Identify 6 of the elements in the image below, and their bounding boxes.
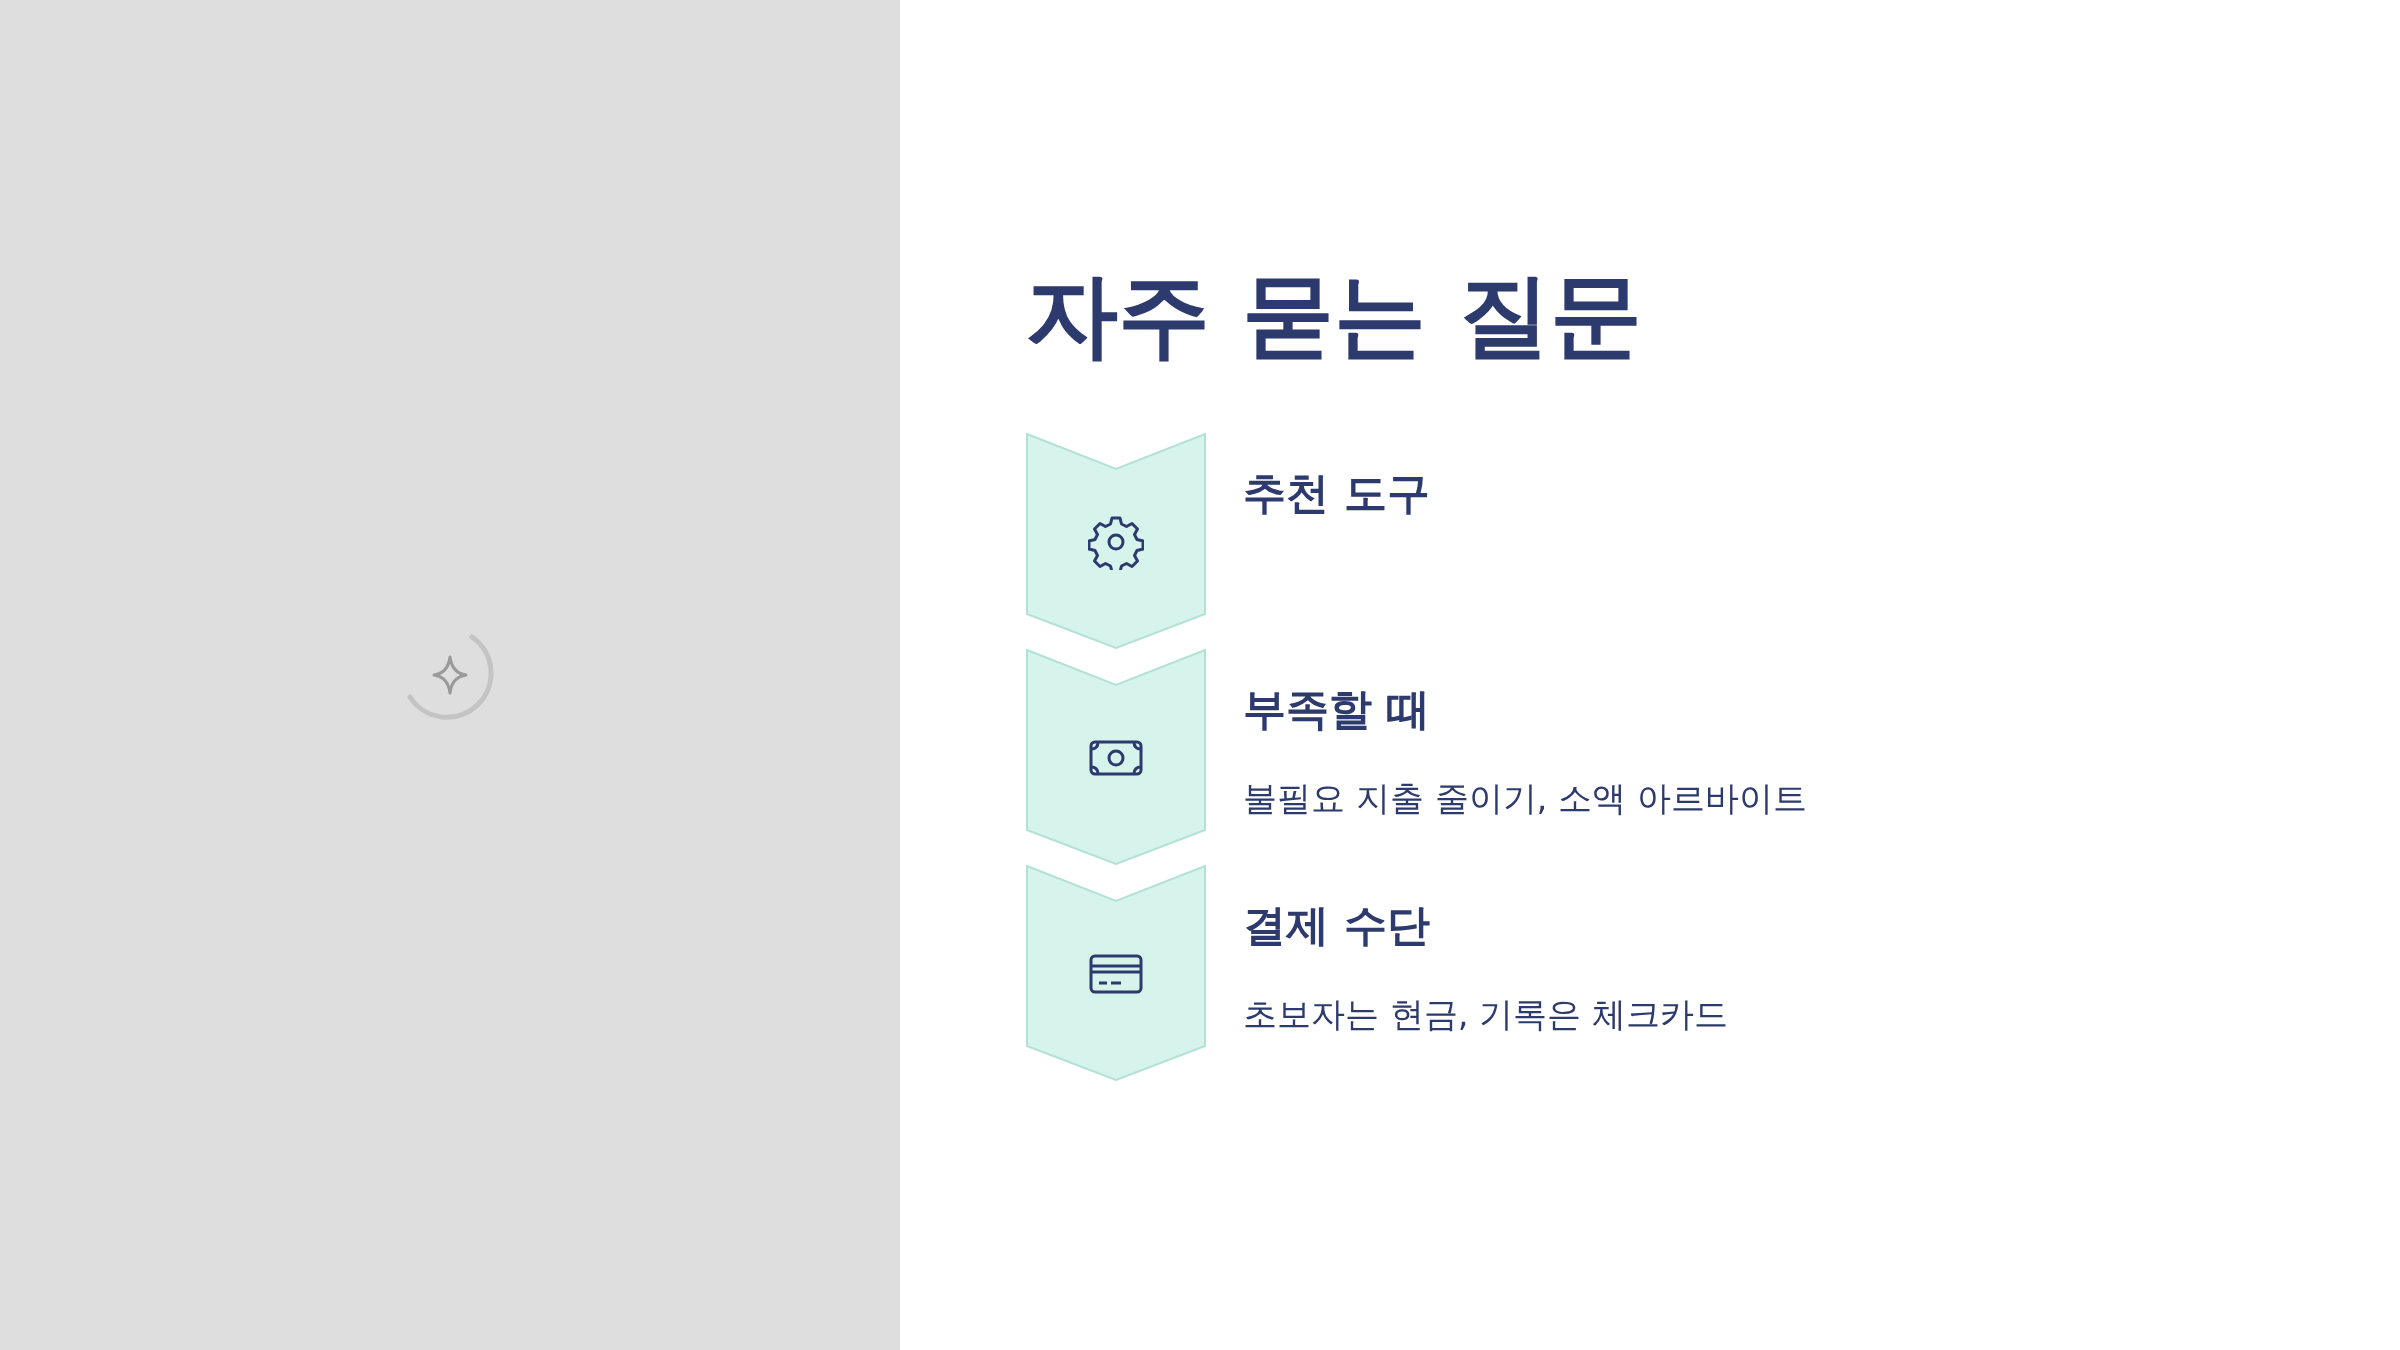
item-description: 초보자는 현금, 기록은 체크카드 (1243, 994, 1729, 1035)
item-heading: 추천 도구 (1243, 468, 1430, 520)
item-description: 불필요 지출 줄이기, 소액 아르바이트 (1243, 778, 1808, 819)
item-heading: 부족할 때 (1243, 684, 1430, 736)
slide-title: 자주 묻는 질문 (1026, 265, 1643, 367)
item-heading: 결제 수단 (1243, 900, 1430, 952)
